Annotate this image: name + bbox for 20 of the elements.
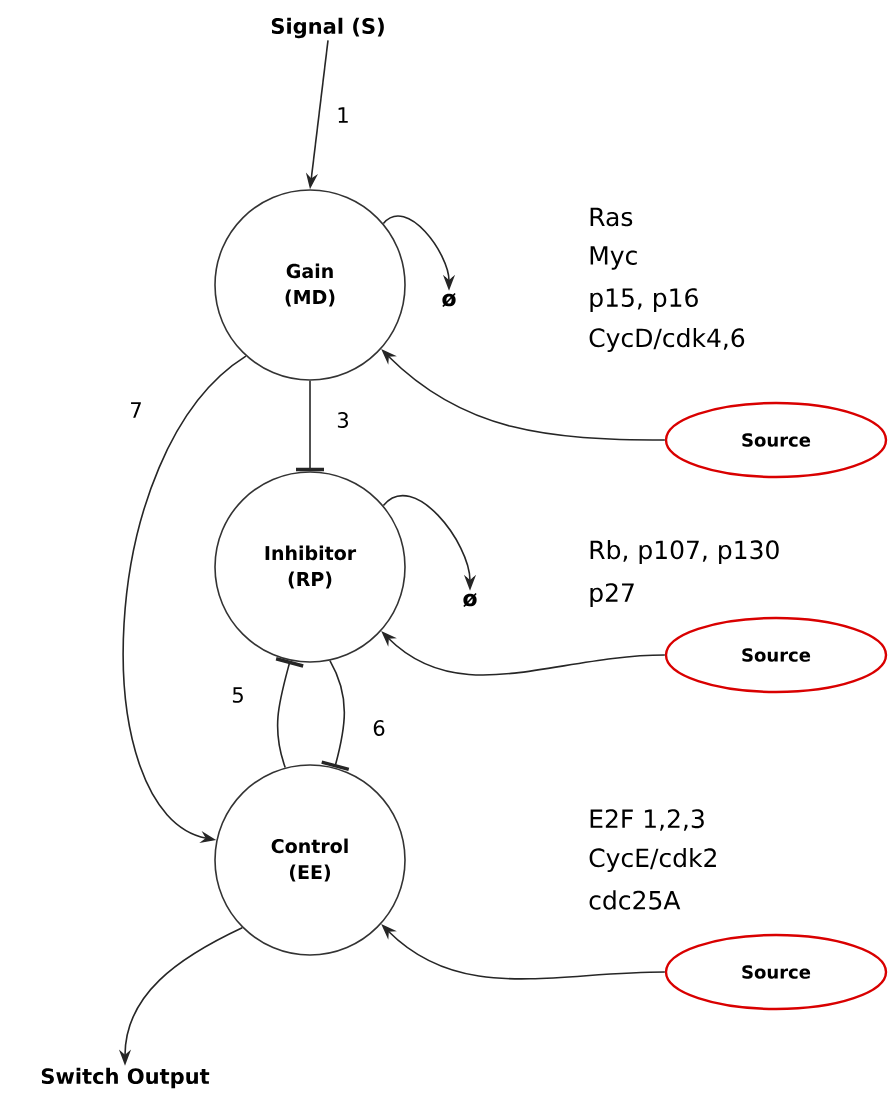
protein-label: p27 [590,583,634,607]
inhibition-line [275,657,304,769]
inhibition-line [296,380,324,472]
protein-label: CycE/cdk2 [589,847,716,873]
protein-label: Myc [590,246,637,270]
edge-label: 1 [335,106,351,124]
output-label: Switch Output [41,1067,210,1089]
protein-label: E2F 1,2,3 [590,809,704,831]
edge-label: 5 [230,686,246,704]
protein-label: cdc25A [589,890,681,910]
protein-label: Ras [590,207,633,227]
degradation-symbol: ø [463,592,477,608]
degradation-symbol: ø [442,292,456,308]
edge-label: 3 [335,411,351,429]
protein-label: p15, p16 [590,288,698,312]
edge-label: 7 [128,401,144,419]
protein-label: CycD/cdk4,6 [589,327,745,353]
input-label: Signal (S) [271,17,384,39]
protein-label: Rb, p107, p130 [590,539,779,565]
edge-label: 6 [371,719,387,737]
